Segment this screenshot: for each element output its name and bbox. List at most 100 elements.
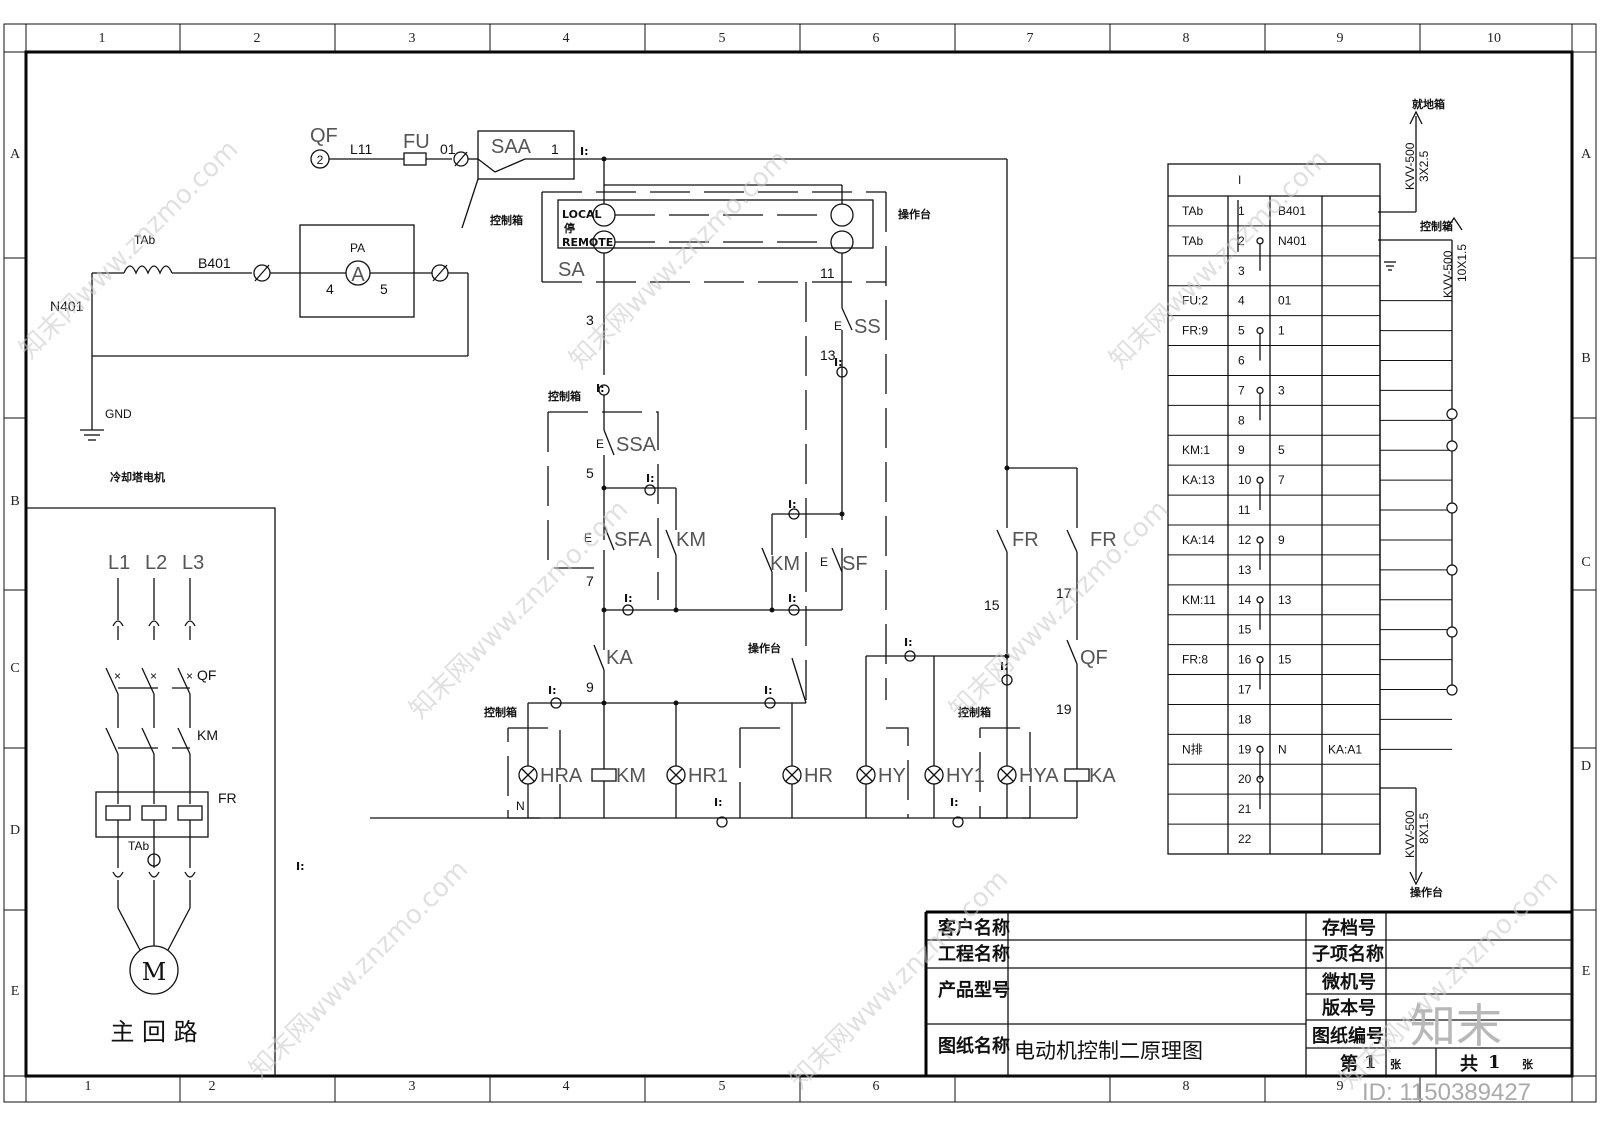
grid-col-5-bottom: 5 xyxy=(719,1079,726,1094)
terminal-row: 21 xyxy=(1238,802,1252,816)
n401-label: N401 xyxy=(50,298,84,314)
grid-row-a-right: A xyxy=(1581,147,1592,162)
terminal-i-13: I: xyxy=(834,356,843,369)
grid-row-e-right: E xyxy=(1582,964,1591,979)
main-circuit-footer: 主 回 路 xyxy=(110,1018,197,1046)
terminal-row-source: TAb xyxy=(1182,204,1203,218)
terminal-row-target: 1 xyxy=(1278,324,1285,338)
node-01-label: 01 xyxy=(440,141,456,157)
load-label-hr: HR xyxy=(804,765,833,787)
terminal-row-target: 9 xyxy=(1278,533,1285,547)
sf-label: SF xyxy=(842,553,868,575)
meter-pin-5: 5 xyxy=(380,281,388,297)
cable-bot-size: 8X1.5 xyxy=(1417,812,1431,844)
sheet-number: 1 xyxy=(1364,1052,1377,1073)
cable-bot-to: 操作台 xyxy=(1410,885,1443,899)
grid-col-9-bottom: 9 xyxy=(1337,1079,1344,1094)
load-label-km: KM xyxy=(616,765,646,787)
ammeter-symbol: A xyxy=(351,264,365,286)
saa-label: SAA xyxy=(491,136,532,158)
sfa-label: SFA xyxy=(614,529,652,551)
terminal-row-number: 3 xyxy=(1238,264,1245,278)
fuse-symbol xyxy=(403,152,427,166)
terminal-row-target: 5 xyxy=(1278,443,1285,457)
total-number: 1 xyxy=(1488,1052,1501,1073)
micro-label: 微机号 xyxy=(1321,971,1376,993)
node-15: 15 xyxy=(984,597,1000,613)
terminal-row-number: 7 xyxy=(1238,383,1245,397)
km-main-label: KM xyxy=(197,727,218,743)
grid-row-a: A xyxy=(10,147,21,162)
coil-km-icon xyxy=(591,768,617,782)
ssa-contact xyxy=(603,429,615,456)
grid-row-d: D xyxy=(10,823,20,838)
title-block: 客户名称 工程名称 产品型号 图纸名称 电动机控制二原理图 存档号 子项名称 微… xyxy=(924,910,1573,1077)
bus-lines xyxy=(1379,240,1458,789)
coil-ka-icon xyxy=(1064,768,1090,782)
terminal-row-number: 22 xyxy=(1238,832,1252,846)
sa-contact-3 xyxy=(830,203,854,227)
terminal-row-number: 20 xyxy=(1238,772,1252,786)
terminal-row-source: N排 xyxy=(1182,742,1203,756)
qf-label: QF xyxy=(310,125,338,147)
terminal-row: 8 xyxy=(1238,413,1245,427)
current-sensor-icon xyxy=(147,853,161,867)
km-remote-contact xyxy=(761,547,773,573)
ammeter-box xyxy=(299,224,415,318)
terminal-row-source: FR:9 xyxy=(1182,324,1208,338)
grid-col-1-bottom: 1 xyxy=(85,1079,92,1094)
terminal-row-number: 16 xyxy=(1238,653,1252,667)
grid-col-7: 7 xyxy=(1027,31,1034,46)
sub-item-label: 子项名称 xyxy=(1312,943,1384,965)
ctrl-box-label-top: 控制箱 xyxy=(490,213,523,227)
phase-l3: L3 xyxy=(182,552,204,574)
terminal-row: 17 xyxy=(1238,683,1252,697)
cable-top-type: KVV-500 xyxy=(1403,142,1417,190)
terminal-row-number: 14 xyxy=(1238,593,1252,607)
main-circuit: 冷却塔电机 L1 L2 L3 ××× QF KM FR TAb M 主 回 路 xyxy=(26,470,276,1076)
pa-label: PA xyxy=(350,241,365,255)
grid-row-c-right: C xyxy=(1581,555,1590,570)
terminal-i-sf: I: xyxy=(788,498,797,511)
ssa-e: E xyxy=(596,437,604,451)
cable-mid-type: KVV-500 xyxy=(1441,250,1455,298)
node-19: 19 xyxy=(1056,701,1072,717)
node-13: 13 xyxy=(820,347,836,363)
grid-col-1: 1 xyxy=(99,31,106,46)
fr-contact-2 xyxy=(1066,529,1078,553)
terminal-row-source: FU:2 xyxy=(1182,294,1208,308)
load-label-hra: HRA xyxy=(540,765,583,787)
watermark-4: 知末网www.znzmo.com xyxy=(404,494,635,725)
watermark-id: ID: 1150389427 xyxy=(1362,1079,1531,1106)
thermal-relay-box xyxy=(95,791,209,838)
supply-circuit: 2 QF L11 FU 01 SAA 1 I: 控制箱 LOCAL 停 REMO… xyxy=(310,125,1008,700)
terminal-row: 22 xyxy=(1238,832,1252,846)
svg-text:×: × xyxy=(114,669,121,683)
terminal-row: 13 xyxy=(1238,563,1252,577)
terminal-i-hr: I: xyxy=(764,684,773,697)
terminal-header: I xyxy=(1238,173,1241,187)
terminal-row-extra: KA:A1 xyxy=(1328,742,1362,756)
terminal-row-number: 5 xyxy=(1238,324,1245,338)
sa-contact-4 xyxy=(830,230,854,254)
fr-contact-label: FR xyxy=(1012,529,1039,551)
drawing-no-label: 图纸编号 xyxy=(1312,1025,1384,1047)
project-label: 工程名称 xyxy=(938,943,1010,965)
terminal-i-9: I: xyxy=(548,684,557,697)
terminal-row-target: N xyxy=(1278,742,1287,756)
terminal-i-n2: I: xyxy=(950,796,959,809)
node-5: 5 xyxy=(586,465,594,481)
terminal-row-number: 1 xyxy=(1238,204,1245,218)
sheet-prefix: 第 xyxy=(1340,1053,1358,1075)
qf-contact xyxy=(1066,639,1078,665)
ss-label: SS xyxy=(854,316,881,338)
ctrl-box-label-hra: 控制箱 xyxy=(484,705,517,719)
grid-col-4-bottom: 4 xyxy=(563,1079,570,1094)
terminal-row-source: KM:1 xyxy=(1182,443,1210,457)
cable-mid-arrow-icon xyxy=(1445,216,1463,231)
sf-contact xyxy=(831,547,843,573)
